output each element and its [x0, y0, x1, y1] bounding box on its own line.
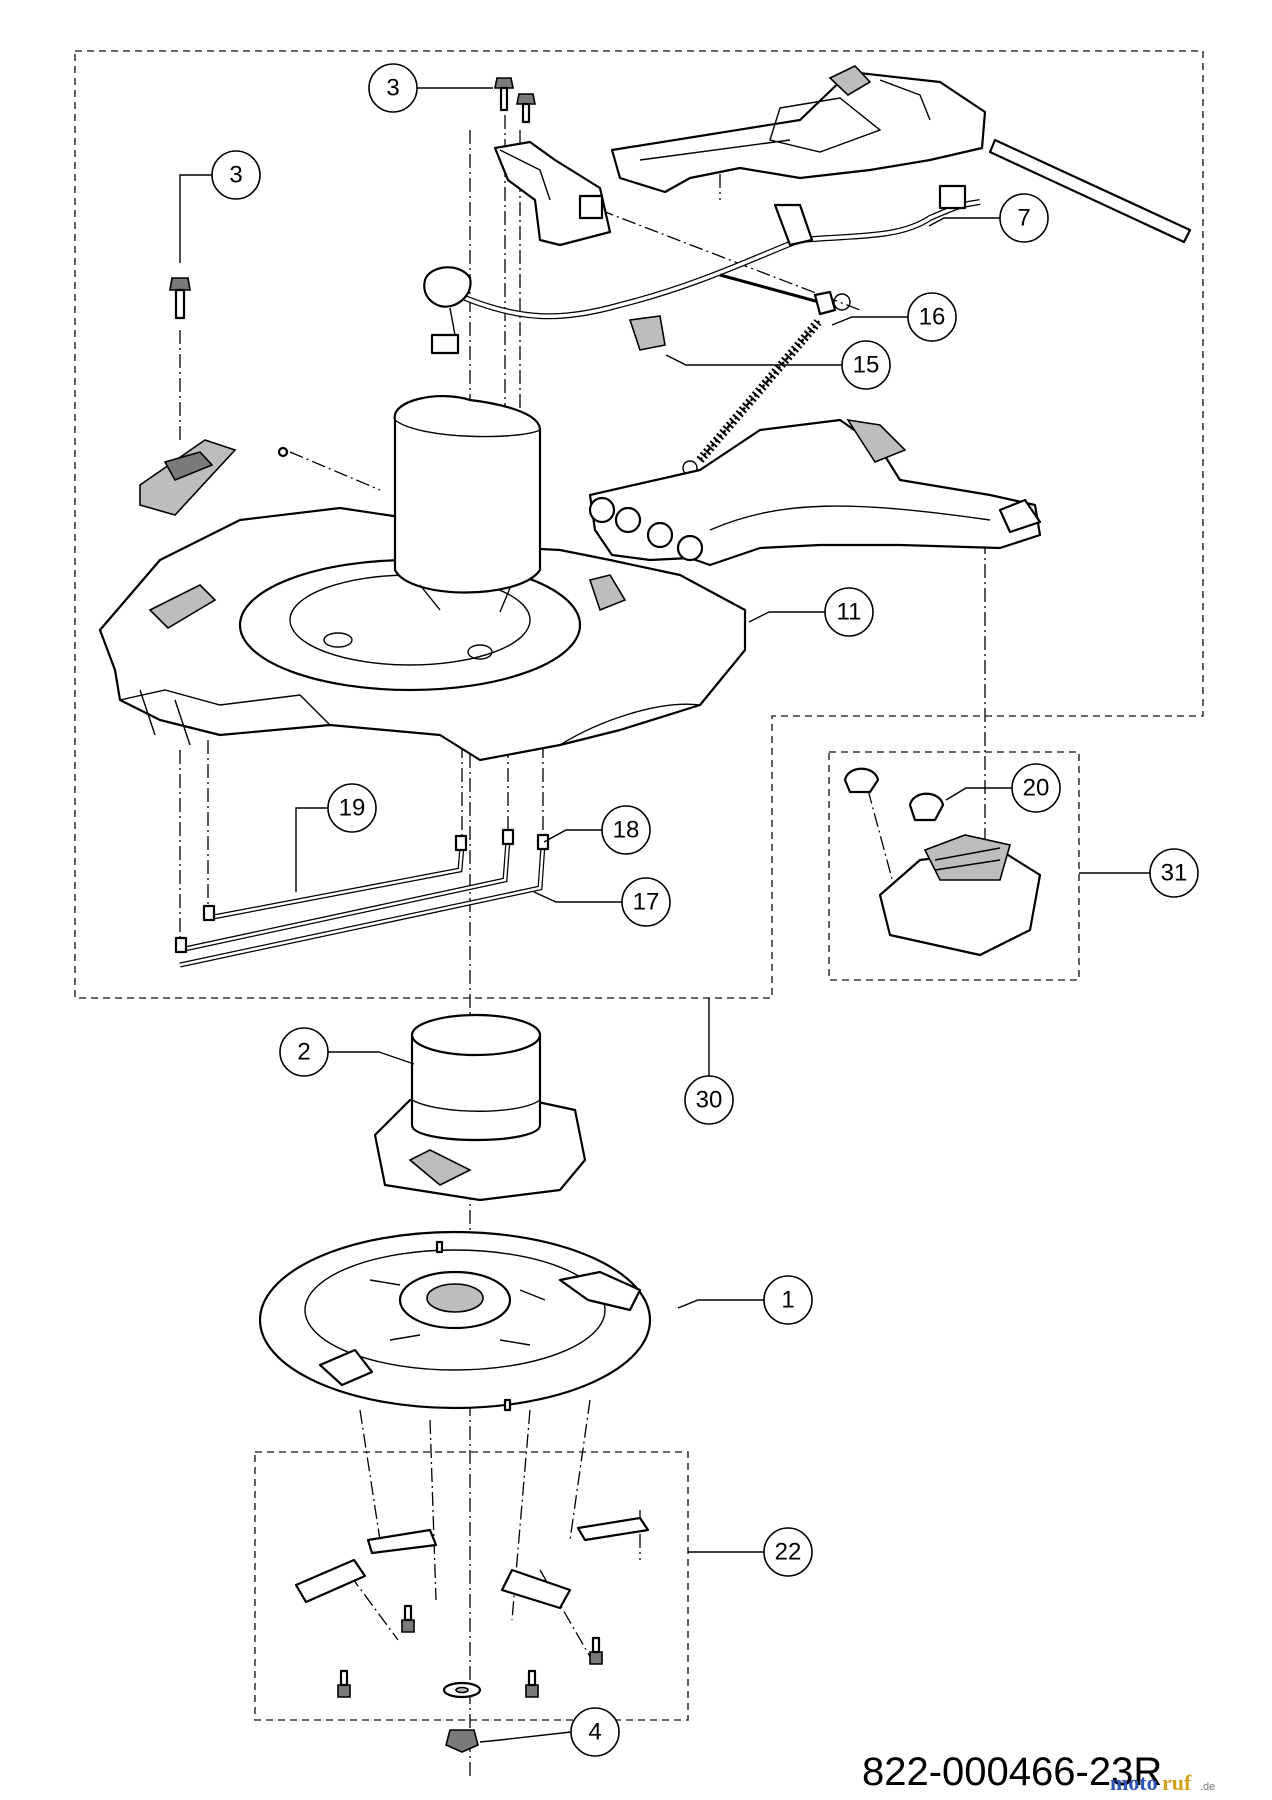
blade-screws	[337, 1604, 603, 1698]
svg-text:7: 7	[1017, 205, 1030, 232]
svg-text:11: 11	[837, 599, 862, 626]
svg-text:ruf: ruf	[1162, 1770, 1192, 1795]
drawing-reference-code: 822-000466-23R	[862, 1750, 1162, 1794]
callout-3a: 3	[368, 63, 493, 113]
guide-rails	[174, 828, 550, 968]
svg-text:.de: .de	[1200, 1781, 1215, 1793]
callout-11: 11	[748, 587, 874, 637]
svg-text:31: 31	[1161, 860, 1188, 887]
svg-text:1: 1	[781, 1287, 794, 1314]
callout-16: 16	[831, 292, 957, 342]
svg-text:3: 3	[386, 75, 399, 102]
screw-3-left	[169, 277, 191, 320]
assembly-box-31	[828, 751, 1080, 981]
assembly-box-30	[74, 50, 1204, 999]
motor	[373, 1013, 587, 1202]
callout-20: 20	[945, 763, 1061, 813]
svg-text:2: 2	[297, 1039, 310, 1066]
blade-disc	[258, 1230, 652, 1412]
callout-1: 1	[677, 1275, 813, 1325]
svg-text:30: 30	[696, 1087, 723, 1114]
svg-text:16: 16	[919, 304, 946, 331]
callout-30: 30	[684, 998, 734, 1125]
callout-31: 31	[1079, 848, 1199, 898]
callout-22: 22	[688, 1527, 813, 1577]
screw-3-top	[494, 77, 536, 124]
blade-set	[294, 1516, 650, 1698]
upper-swing-arm	[610, 65, 987, 194]
mounting-bracket	[493, 140, 612, 247]
lower-swing-arm	[588, 418, 1042, 567]
deck-housing	[98, 506, 747, 762]
lower-arm-rollers	[588, 496, 704, 562]
axle-rod	[988, 138, 1192, 244]
center-cylinder	[393, 394, 627, 613]
callout-4: 4	[479, 1707, 620, 1757]
svg-text:19: 19	[339, 795, 366, 822]
callout-18: 18	[543, 805, 651, 855]
callout-19: 19	[295, 783, 377, 892]
svg-text:18: 18	[613, 817, 640, 844]
callout-7: 7	[928, 193, 1049, 243]
svg-text:15: 15	[853, 352, 880, 379]
svg-text:3: 3	[229, 162, 242, 189]
callout-15: 15	[665, 340, 891, 390]
assembly-box-22	[254, 1451, 689, 1721]
svg-text:17: 17	[633, 889, 660, 916]
wiring-harness	[423, 184, 981, 355]
sensor-assembly-31	[843, 767, 1042, 957]
foot-pad	[139, 439, 289, 516]
callout-17: 17	[533, 877, 671, 927]
tension-spring	[682, 273, 851, 476]
washer-and-nut	[442, 1681, 482, 1753]
watermark-logo: moto ruf .de	[1110, 1770, 1215, 1795]
svg-text:20: 20	[1023, 775, 1050, 802]
callout-3b: 3	[179, 150, 261, 263]
svg-text:moto: moto	[1110, 1770, 1158, 1795]
callout-2: 2	[279, 1027, 415, 1077]
svg-text:4: 4	[588, 1719, 601, 1746]
svg-text:22: 22	[775, 1539, 802, 1566]
